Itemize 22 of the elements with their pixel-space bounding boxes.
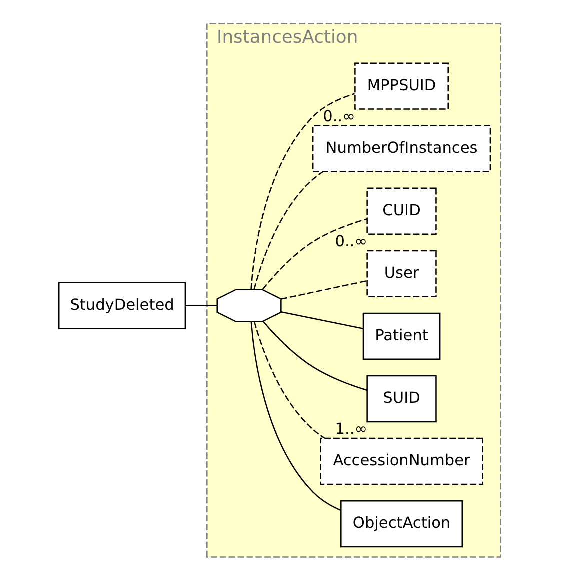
node-label: 1..∞	[334, 420, 367, 438]
connector	[262, 218, 367, 290]
connector	[253, 322, 325, 439]
node-box: NumberOfInstances	[312, 125, 491, 172]
connector	[280, 280, 367, 300]
node-box: StudyDeleted	[58, 282, 186, 330]
connector	[185, 305, 217, 306]
connector	[280, 311, 364, 330]
connector	[262, 321, 367, 392]
connector	[250, 322, 340, 512]
connector	[250, 93, 354, 290]
node-box: ObjectAction	[340, 500, 463, 548]
node-label: 0..∞	[334, 232, 367, 251]
node-box: SUID	[366, 375, 436, 423]
node-box: MPPSUID	[354, 62, 448, 110]
node-box: CUID	[366, 188, 436, 235]
node-box: AccessionNumber	[320, 438, 483, 486]
node-label: 0..∞	[322, 108, 355, 126]
connector	[253, 171, 324, 290]
node-box: Patient	[362, 312, 440, 360]
node-octagon	[216, 289, 282, 322]
node-box: User	[366, 250, 436, 298]
